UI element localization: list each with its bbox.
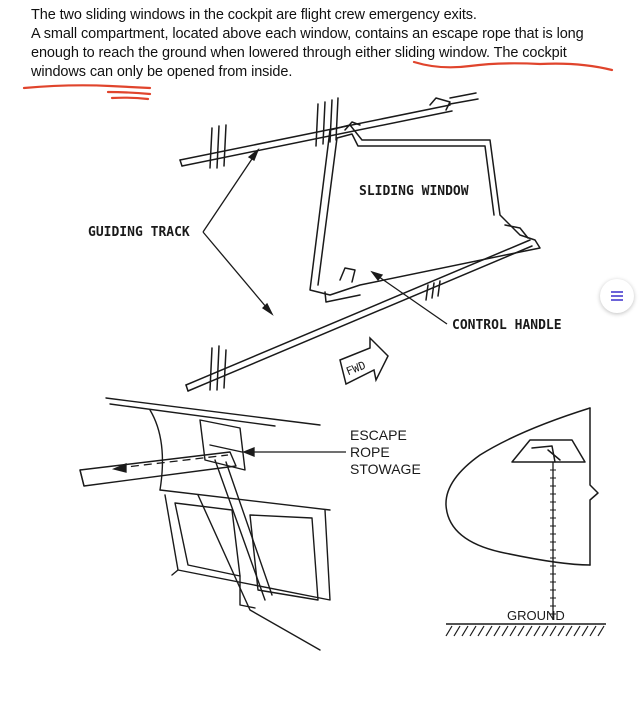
floating-menu-button[interactable] — [600, 279, 634, 313]
intro-text: The two sliding windows in the cockpit a… — [31, 6, 621, 82]
leader-lines-upper — [202, 148, 448, 325]
label-control-handle: CONTROL HANDLE — [452, 318, 562, 333]
label-sliding-window: SLIDING WINDOW — [359, 184, 469, 199]
label-escape: ESCAPE — [350, 427, 407, 443]
menu-lines-icon — [611, 291, 623, 301]
label-stowage: STOWAGE — [350, 461, 421, 477]
aircraft-nose-drawing — [445, 407, 599, 566]
intro-line-1: The two sliding windows in the cockpit a… — [31, 7, 477, 23]
label-guiding-track: GUIDING TRACK — [88, 225, 190, 240]
escape-rope-line — [550, 462, 556, 620]
red-underline-annotations — [22, 60, 614, 101]
ground-line — [445, 623, 606, 637]
dashed-pull-arrow — [111, 454, 229, 473]
intro-line-2: A small compartment, located above each … — [31, 26, 584, 80]
label-ground: GROUND — [507, 608, 565, 623]
sliding-window-drawing — [179, 92, 541, 392]
leader-line-stowage — [242, 447, 346, 457]
escape-rope-stowage-drawing — [79, 397, 331, 651]
label-rope: ROPE — [350, 444, 390, 460]
fwd-arrow-icon — [339, 336, 389, 386]
